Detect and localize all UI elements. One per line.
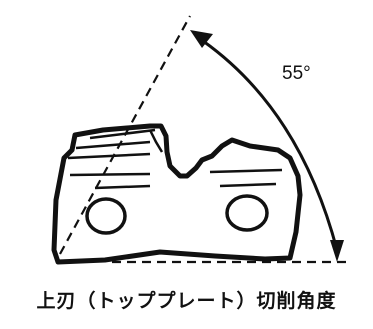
- top-plate-line: [67, 152, 151, 160]
- cutter-angle-diagram: 55°: [51, 15, 352, 265]
- body-line: [69, 172, 151, 177]
- cutter-tooth-outline: [51, 123, 303, 265]
- diagram-caption: 上刃（トッププレート）切削角度: [36, 290, 337, 312]
- angle-label: 55°: [282, 63, 311, 84]
- cutting-angle-line: [59, 15, 191, 255]
- angle-arc: [202, 39, 339, 251]
- arrowhead-bottom: [330, 240, 344, 262]
- rivet-hole-right: [225, 194, 269, 232]
- arrowhead-top: [190, 30, 213, 48]
- top-plate-line: [75, 140, 151, 150]
- body-line: [219, 182, 277, 188]
- rivet-hole-left: [85, 197, 127, 235]
- body-line: [94, 184, 151, 190]
- top-plate-line: [89, 128, 156, 140]
- body-line: [209, 168, 283, 174]
- top-plate-line: [148, 129, 164, 153]
